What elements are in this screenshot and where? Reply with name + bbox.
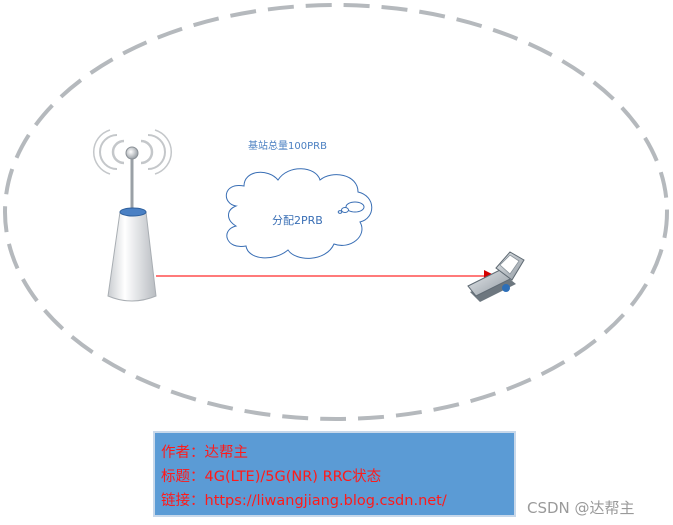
watermark: CSDN @达帮主 (527, 497, 635, 518)
link-line-text[interactable]: 链接：https://liwangjiang.blog.csdn.net/ (161, 489, 447, 510)
title-line: 标题：4G(LTE)/5G(NR) RRC状态 (161, 465, 381, 486)
mobile-phone-icon (468, 252, 524, 302)
author-line: 作者：达帮主 (161, 441, 248, 462)
info-box: 作者：达帮主 标题：4G(LTE)/5G(NR) RRC状态 链接：https:… (153, 431, 516, 517)
cell-capacity-label: 基站总量100PRB (248, 137, 327, 152)
allocation-label: 分配2PRB (272, 212, 323, 228)
cell-tower-icon (108, 147, 156, 301)
